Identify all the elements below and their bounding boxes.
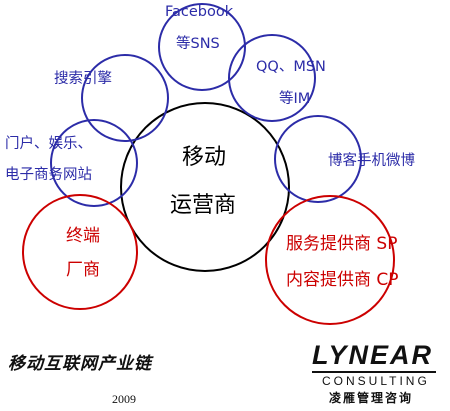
diagram-caption: 移动互联网产业链	[8, 354, 152, 374]
year-label: 2009	[112, 392, 136, 406]
logo-subtitle: CONSULTING	[322, 374, 430, 388]
facebook-label: Facebook	[165, 4, 234, 20]
service-circle	[265, 195, 395, 325]
ecommerce-label: 电子商务网站	[5, 167, 92, 183]
blog-weibo-label: 博客手机微博	[328, 153, 415, 169]
terminal-label: 终端	[66, 226, 100, 246]
manufacturer-label: 厂商	[66, 260, 100, 280]
search-engine-label: 搜索引擎	[54, 71, 112, 87]
portal-label: 门户、娱乐、	[5, 136, 92, 152]
mobile-label: 移动	[182, 145, 227, 170]
logo-wordmark: LYNEAR	[312, 340, 434, 370]
im-label: 等IM	[279, 91, 311, 107]
portal-circle	[50, 119, 138, 207]
qq-msn-label: QQ、MSN	[256, 59, 326, 75]
facebook-circle	[158, 3, 246, 91]
center-circle	[120, 102, 290, 272]
search-circle	[81, 54, 169, 142]
blog-circle	[274, 115, 362, 203]
operator-label: 运营商	[170, 193, 237, 218]
logo-chinese-name: 凌雁管理咨询	[329, 391, 414, 405]
facebook-sns-label: 等SNS	[176, 36, 220, 52]
terminal-circle	[22, 194, 138, 310]
service-provider-label: 服务提供商 SP	[286, 234, 398, 254]
qq-circle	[228, 34, 316, 122]
logo-bar	[312, 371, 436, 373]
content-provider-label: 内容提供商 CP	[286, 270, 399, 290]
